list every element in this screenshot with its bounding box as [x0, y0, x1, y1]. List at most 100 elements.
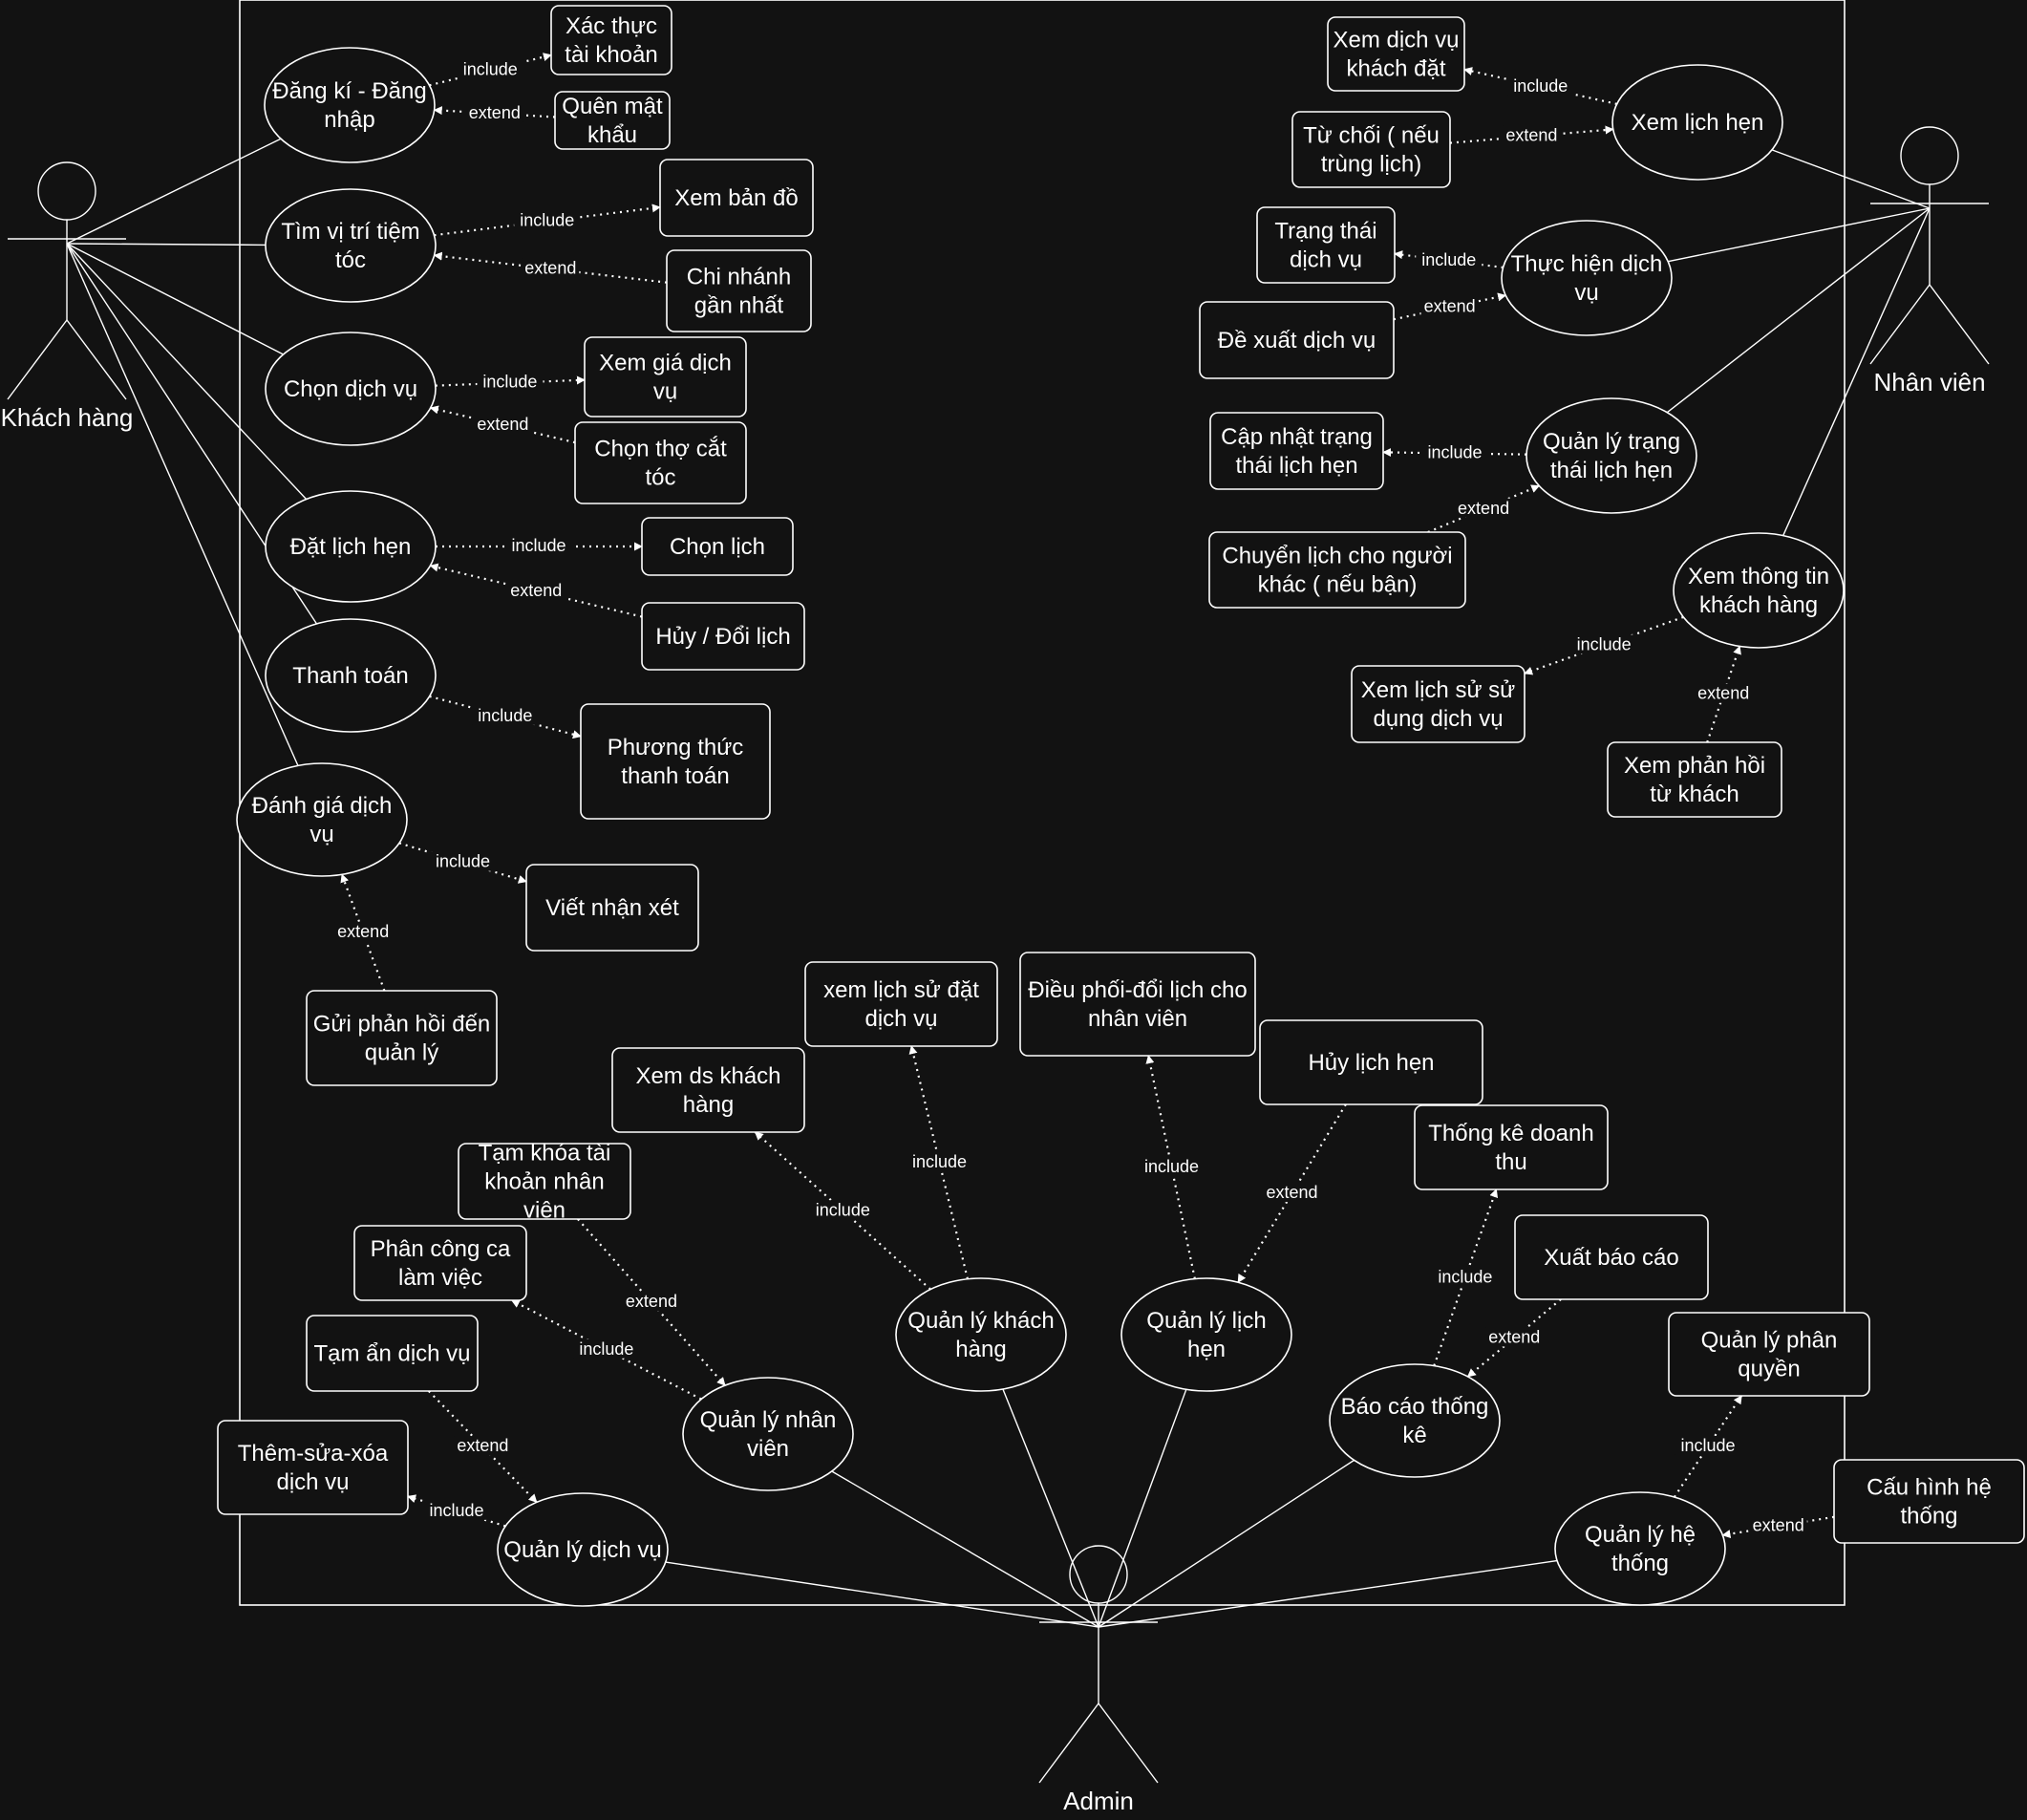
extend-label: extend — [337, 922, 389, 941]
relation-label-bg — [472, 705, 539, 725]
box-rect — [1259, 1019, 1483, 1105]
use-case-ql-dich-vu: Quản lý dịch vụ — [497, 1492, 669, 1607]
relation-label-bg — [907, 1151, 973, 1171]
box-rect — [525, 864, 699, 952]
use-case-ellipse — [682, 1377, 854, 1491]
relation-label-bg — [1421, 442, 1488, 462]
use-case-ellipse — [1554, 1491, 1726, 1606]
extend-label: extend — [1266, 1183, 1317, 1202]
box-rect — [659, 159, 814, 237]
include-label: include — [1577, 634, 1632, 653]
actor-left-leg — [1869, 284, 1931, 365]
extend-label: extend — [1753, 1515, 1804, 1534]
relation-label-bg — [514, 210, 581, 230]
relation-label-bg — [457, 59, 523, 79]
extend-arrow — [1393, 292, 1507, 321]
use-case-thanh-toan: Thanh toán — [265, 618, 437, 733]
box-rect — [641, 517, 794, 576]
relation-label-bg — [465, 102, 523, 122]
association-layer — [66, 138, 1931, 1628]
extend-label: extend — [1458, 499, 1509, 518]
relation-label-bg — [1416, 249, 1483, 269]
box-rect — [1256, 206, 1396, 284]
use-case-label: Thanh toán — [292, 663, 408, 689]
box-huy-doi: Hủy / Đổi lịch — [641, 602, 805, 671]
use-case-ellipse — [1673, 532, 1845, 649]
box-rect — [574, 421, 747, 504]
relation-label-bg — [573, 1338, 640, 1359]
actor-label: Nhân viên — [1873, 368, 1985, 396]
use-case-ellipse — [265, 332, 437, 446]
extend-label: extend — [524, 258, 576, 277]
include-label: include — [1680, 1436, 1735, 1455]
box-rect — [611, 1047, 805, 1133]
box-label: Đề xuất dịch vụ — [1218, 328, 1376, 353]
association-line — [1771, 149, 1931, 209]
box-rect — [554, 91, 671, 150]
box-rect — [641, 602, 805, 671]
extend-arrow — [433, 251, 668, 284]
relation-label-bg — [622, 1292, 680, 1312]
use-case-ellipse — [236, 762, 408, 877]
association-line — [1666, 207, 1931, 414]
relation-label-bg — [477, 372, 544, 392]
box-rect — [1414, 1104, 1609, 1190]
box-label: Hủy lịch hẹn — [1308, 1050, 1434, 1076]
include-label: include — [579, 1339, 633, 1359]
association-line — [66, 138, 282, 245]
box-rect — [1327, 16, 1465, 92]
actor-label: Admin — [1063, 1787, 1134, 1815]
relation-label-bg — [1749, 1515, 1807, 1535]
actor-head-icon — [1900, 126, 1959, 185]
relation-label-bg — [522, 258, 580, 278]
relation-label-bg — [1455, 498, 1513, 518]
use-case-ellipse — [1501, 220, 1673, 336]
association-line — [1098, 1559, 1558, 1628]
relation-label-bg — [334, 922, 393, 942]
use-case-ellipse — [1526, 397, 1697, 514]
use-case-ellipse — [895, 1277, 1067, 1392]
include-label: include — [912, 1152, 967, 1171]
extend-label: extend — [477, 415, 528, 434]
relation-label-bg — [1432, 1267, 1499, 1287]
include-label: include — [1427, 443, 1482, 462]
box-viet-nx: Viết nhận xét — [525, 864, 699, 952]
association-line — [665, 1561, 1099, 1628]
association-line — [1002, 1388, 1099, 1628]
actor-staff: Nhân viên — [1869, 126, 1990, 396]
extend-label: extend — [1505, 125, 1557, 144]
use-case-label: Quản lý dịch vụ — [503, 1537, 661, 1563]
use-case-label: Chọn dịch vụ — [284, 376, 417, 402]
actor-right-leg — [1929, 284, 1990, 365]
box-rect — [1208, 531, 1466, 609]
